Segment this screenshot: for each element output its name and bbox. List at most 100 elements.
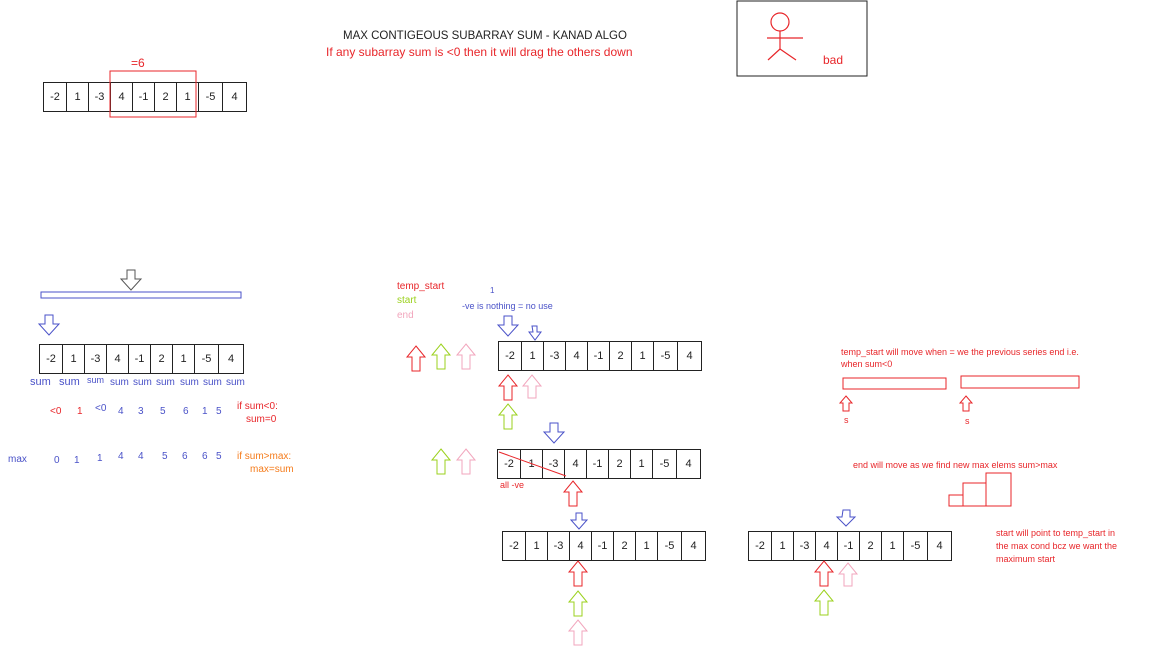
growing-box-1: [948, 494, 964, 507]
array-cell: -5: [653, 342, 677, 370]
array-cell: 1: [66, 83, 88, 111]
up-arrow-icon: [455, 343, 477, 370]
up-arrow-icon: [567, 619, 589, 646]
middle-array-3: -2 1 -3 4 -1 2 1 -5 4: [502, 531, 706, 561]
array-cell: 2: [609, 342, 631, 370]
array-cell: 4: [676, 450, 700, 478]
array-cell: -3: [88, 83, 110, 111]
array-cell: -1: [132, 83, 154, 111]
sum-label: sum: [110, 377, 129, 388]
legend-end: end: [397, 310, 414, 321]
array-cell: 2: [608, 450, 630, 478]
sum-label: sum: [226, 377, 245, 388]
sum-array: -2 1 -3 4 -1 2 1 -5 4: [39, 344, 244, 374]
down-arrow-icon: [119, 269, 143, 291]
s-label: s: [844, 415, 849, 425]
up-arrow-icon: [497, 403, 519, 430]
array-cell: 1: [172, 345, 194, 373]
legend-start: start: [397, 295, 417, 306]
array-cell: -2: [509, 540, 519, 552]
sum-label: sum: [59, 376, 80, 388]
up-arrow-icon: [430, 448, 452, 475]
sum-label: sum: [156, 377, 175, 388]
array-cell: 1: [62, 345, 84, 373]
bad-box: [736, 0, 868, 77]
array-cell: -3: [543, 342, 565, 370]
array-cell: 1: [176, 83, 198, 111]
array-cell: 1: [771, 532, 793, 560]
array-cell: 4: [677, 342, 701, 370]
max-value: 4: [118, 451, 124, 462]
array-cell: -2: [46, 353, 56, 365]
down-arrow-icon: [542, 422, 566, 444]
rule-sum-line: sum=0: [246, 414, 277, 425]
all-negative-label: all -ve: [500, 480, 525, 490]
array-cell: 1: [630, 450, 652, 478]
page-subtitle: If any subarray sum is <0 then it will d…: [326, 45, 633, 59]
note-one: 1: [490, 286, 495, 295]
array-cell: 4: [681, 532, 705, 560]
array-cell: -1: [837, 532, 859, 560]
bad-label: bad: [823, 53, 844, 67]
array-cell: 4: [569, 532, 591, 560]
temp-start-note-line: temp_start will move when = we the previ…: [841, 347, 1079, 357]
sum-value: 5: [216, 406, 222, 417]
array-cell: 2: [613, 532, 635, 560]
series-bar-1: [842, 377, 947, 390]
down-arrow-icon: [37, 314, 61, 336]
array-cell: -3: [547, 532, 569, 560]
sum-label: sum: [87, 375, 105, 385]
max-value: 5: [162, 451, 168, 462]
temp-start-note-line: when sum<0: [841, 359, 893, 369]
start-note-line: start will point to temp_start in: [996, 528, 1116, 538]
up-arrow-icon: [562, 480, 584, 507]
sum-value: 6: [183, 406, 189, 417]
sum-label: sum: [30, 376, 51, 388]
right-array: -2 1 -3 4 -1 2 1 -5 4: [748, 531, 952, 561]
sum-label: sum: [180, 377, 199, 388]
stick-figure-icon: [767, 12, 803, 61]
array-cell: -2: [505, 350, 515, 362]
up-arrow-icon: [405, 345, 427, 372]
array-cell: 4: [106, 345, 128, 373]
array-cell: 2: [859, 532, 881, 560]
array-cell: 1: [525, 532, 547, 560]
sum-value: <0: [50, 406, 62, 417]
up-arrow-icon: [837, 562, 859, 587]
array-cell: -1: [587, 342, 609, 370]
array-cell: -3: [542, 450, 564, 478]
array-cell: 2: [150, 345, 172, 373]
sum-value: 3: [138, 406, 144, 417]
up-arrow-icon: [813, 560, 835, 587]
top-array: -2 1 -3 4 -1 2 1 -5 4: [43, 82, 247, 112]
array-cell: 1: [881, 532, 903, 560]
middle-array-1: -2 1 -3 4 -1 2 1 -5 4: [498, 341, 702, 371]
array-cell: -3: [84, 345, 106, 373]
rule-max-line: max=sum: [250, 464, 294, 475]
array-cell: -3: [793, 532, 815, 560]
down-arrow-icon: [569, 512, 589, 530]
sum-value: 1: [77, 406, 83, 417]
array-cell: 1: [635, 532, 657, 560]
down-arrow-icon: [496, 315, 520, 337]
legend-temp-start: temp_start: [397, 281, 445, 292]
down-arrow-icon: [835, 509, 857, 527]
growing-box-2: [962, 482, 987, 507]
max-value: 1: [74, 455, 80, 466]
page-title: MAX CONTIGEOUS SUBARRAY SUM - KANAD ALGO: [343, 30, 627, 42]
up-arrow-icon: [838, 395, 854, 412]
up-arrow-icon: [497, 374, 519, 401]
note-negative: -ve is nothing = no use: [462, 301, 553, 311]
up-arrow-icon: [958, 395, 974, 412]
sum-value: 4: [118, 406, 124, 417]
max-sum-label: =6: [131, 56, 145, 70]
array-cell: -5: [903, 532, 927, 560]
max-value: 6: [202, 451, 208, 462]
sum-value: 5: [160, 406, 166, 417]
array-cell: -1: [128, 345, 150, 373]
array-cell: 4: [927, 532, 951, 560]
array-cell: -1: [586, 450, 608, 478]
max-value: 5: [216, 451, 222, 462]
array-cell: -5: [652, 450, 676, 478]
up-arrow-icon: [521, 374, 543, 399]
